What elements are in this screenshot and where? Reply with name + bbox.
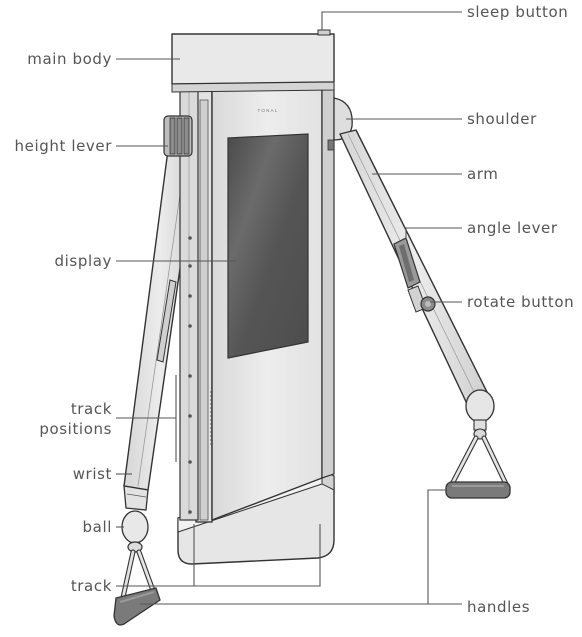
track-label: track [70,577,112,595]
display-label: display [54,252,112,270]
angle-lever[interactable] [393,237,421,289]
track-positions-label-line1: track [70,400,112,418]
ball-label: ball [82,518,112,536]
device-column [179,81,213,523]
main-body-cap [171,29,335,93]
arm-label: arm [467,165,499,183]
height-lever[interactable] [163,115,193,157]
track-positions-label-line2: positions [39,420,112,438]
handles-label: handles [467,598,531,616]
shoulder-label: shoulder [467,110,537,128]
rotate-button-label: rotate button [467,293,575,311]
track-position-markers [188,236,192,514]
leader-lines [116,11,462,605]
display-screen [227,133,309,359]
left-wrist [123,485,149,511]
left-ball [121,510,149,553]
left-handle [113,549,161,626]
sleep-button-label: sleep button [467,3,569,21]
wrist-label: wrist [72,465,112,483]
brand-mark: TONAL [258,108,279,113]
angle-lever-label: angle lever [467,219,558,237]
right-ball [465,389,495,440]
rotate-button[interactable] [407,285,436,313]
right-shoulder [327,97,353,151]
main-body-label: main body [27,50,112,68]
sleep-button[interactable] [317,29,331,36]
right-handle [445,435,511,499]
height-lever-label: height lever [14,137,112,155]
